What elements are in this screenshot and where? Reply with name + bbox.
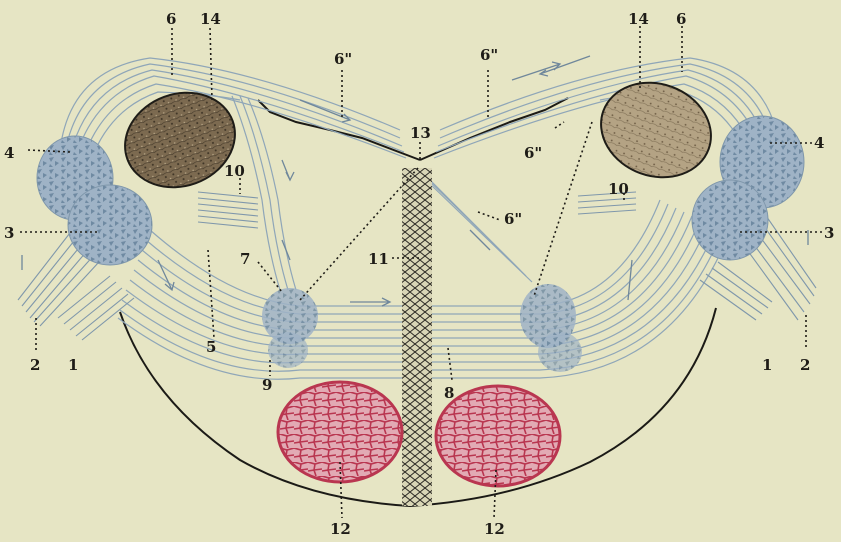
label-10-left: 10 (224, 162, 245, 180)
label-6pp-b: 6" (480, 46, 498, 64)
label-11: 11 (368, 250, 389, 268)
median-raphe (402, 168, 432, 506)
nucleus-3-left (68, 185, 152, 265)
nucleus-9-right (538, 332, 582, 372)
nucleus-9-left (268, 332, 308, 368)
label-6pp-c: 6" (524, 144, 542, 162)
label-3-right: 3 (824, 224, 834, 242)
label-6pp-d: 6" (504, 210, 522, 228)
label-5: 5 (206, 338, 216, 356)
root-bundle-1-left (58, 276, 134, 340)
label-12-left: 12 (330, 520, 351, 538)
label-1-left: 1 (68, 356, 78, 374)
label-2-left: 2 (30, 356, 40, 374)
label-13: 13 (410, 124, 431, 142)
label-8: 8 (444, 384, 454, 402)
label-7: 7 (240, 250, 250, 268)
label-9: 9 (262, 376, 272, 394)
label-6pp-a: 6" (334, 50, 352, 68)
label-10-right: 10 (608, 180, 629, 198)
pyramid-left (278, 382, 402, 482)
fiber-bundle-10-left (198, 192, 258, 228)
label-14-left: 14 (200, 10, 221, 28)
olive-nucleus-left (112, 78, 249, 203)
label-6-right: 6 (676, 10, 686, 28)
pyramid-right (436, 386, 560, 486)
label-2-right: 2 (800, 356, 810, 374)
label-1-right: 1 (762, 356, 772, 374)
label-12-right: 12 (484, 520, 505, 538)
label-3-left: 3 (4, 224, 14, 242)
label-4-right: 4 (814, 134, 824, 152)
nucleus-3-right (692, 180, 768, 260)
label-6-left: 6 (166, 10, 176, 28)
label-4-left: 4 (4, 144, 14, 162)
label-14-right: 14 (628, 10, 649, 28)
